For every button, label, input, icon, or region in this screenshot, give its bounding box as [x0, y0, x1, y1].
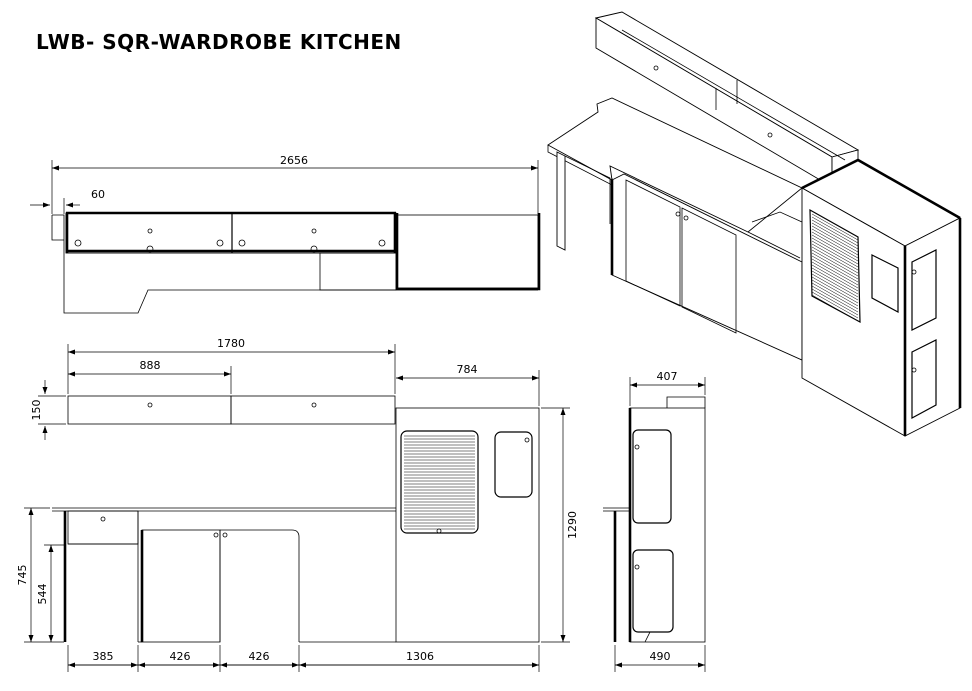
dim-wardrobe-height: 1290 — [566, 511, 579, 539]
dim-overall-width: 2656 — [280, 154, 308, 167]
dim-upper-span: 1780 — [217, 337, 245, 350]
top-view: 2656 60 — [30, 154, 541, 314]
dim-total-height: 745 — [16, 565, 29, 586]
dim-seg-4: 1306 — [406, 650, 434, 663]
dim-top-depth: 407 — [657, 370, 678, 383]
dim-offset: 60 — [91, 188, 105, 201]
vent-grille — [400, 430, 479, 534]
dim-seg-2: 426 — [170, 650, 191, 663]
isometric-view — [547, 11, 962, 437]
hinge-icon — [74, 228, 386, 253]
dim-upper-height: 150 — [30, 400, 43, 421]
dim-seg-1: 385 — [93, 650, 114, 663]
dim-base-height: 544 — [36, 584, 49, 605]
side-view: 407 490 — [603, 370, 706, 672]
dim-upper-door: 888 — [140, 359, 161, 372]
dim-base-depth: 490 — [650, 650, 671, 663]
drawing-title: LWB- SQR-WARDROBE KITCHEN — [36, 30, 402, 54]
dim-seg-3: 426 — [249, 650, 270, 663]
dim-wardrobe-width: 784 — [457, 363, 478, 376]
front-view: 1780 888 784 150 745 544 1290 — [16, 337, 579, 672]
